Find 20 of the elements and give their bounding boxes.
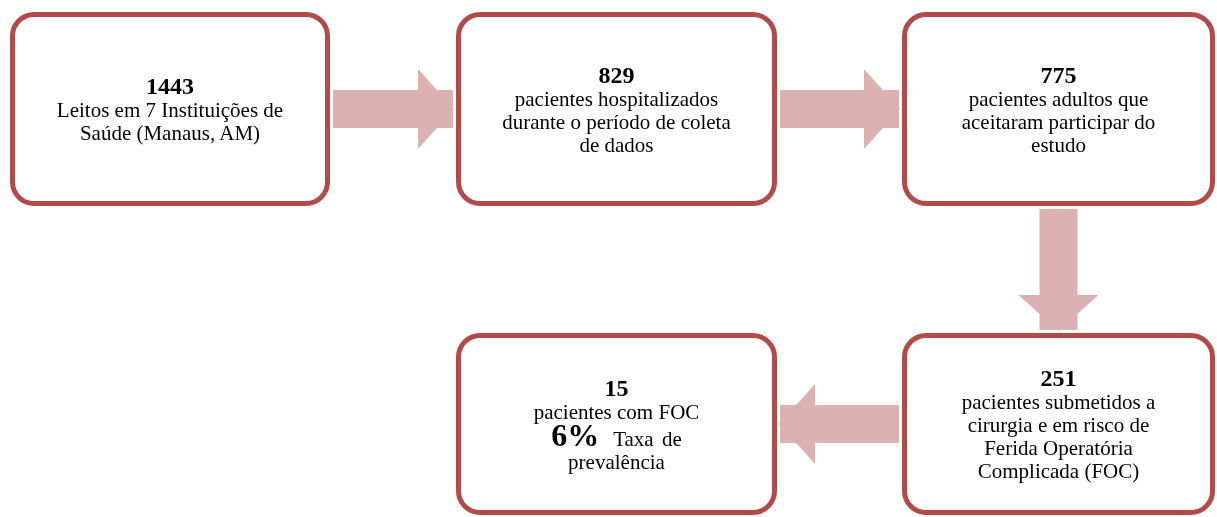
count-value: 251 (1040, 365, 1077, 391)
count-value: 15 (604, 374, 629, 401)
box-text: pacientes com FOC (533, 400, 700, 424)
process-box (456, 12, 777, 206)
box-text: pacientes adultos que aceitaram participar do estudo (960, 87, 1157, 157)
count-value: 1443 (146, 73, 194, 99)
block-arrow (1018, 209, 1099, 331)
block-arrow (780, 69, 900, 149)
box-text: pacientes submetidos a cirurgia e em risco de Ferida Operatória Complicada (FOC) (960, 391, 1157, 483)
box-text: 6% Taxa de prevalência (551, 423, 682, 474)
process-box (902, 12, 1215, 206)
process-box (902, 333, 1215, 515)
block-arrow (779, 384, 899, 464)
box-text: Leitos em 7 Instituições de Saúde (Manaus, AM) (55, 99, 285, 145)
process-box (10, 12, 330, 206)
count-value: 829 (598, 61, 635, 88)
box-text: pacientes hospitalizados durante o período de coleta de dados (501, 87, 732, 157)
process-box (456, 333, 777, 515)
block-arrow (333, 69, 454, 149)
count-value: 775 (1040, 61, 1077, 88)
